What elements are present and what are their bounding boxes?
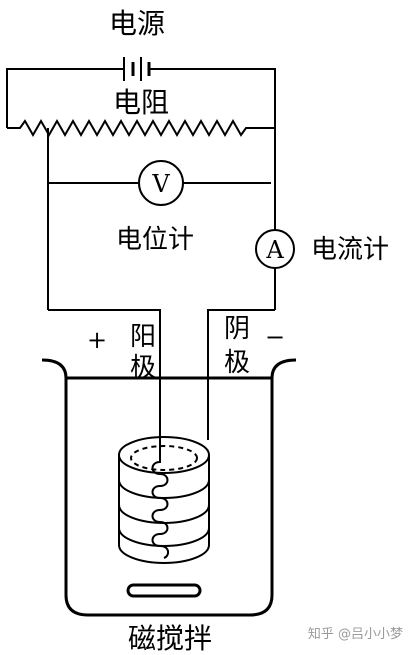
voltmeter-symbol: V bbox=[151, 170, 170, 198]
ammeter-label: 电流计 bbox=[311, 235, 389, 265]
cathode-label-char2: 极 bbox=[224, 348, 250, 378]
electrode-stack bbox=[118, 436, 210, 564]
battery-symbol bbox=[123, 57, 151, 81]
stir-bar bbox=[126, 583, 202, 598]
coil-wire bbox=[151, 440, 170, 559]
anode-label-char1: 阳 bbox=[130, 322, 156, 352]
anode-sign: + bbox=[87, 326, 107, 354]
voltmeter-circle bbox=[138, 160, 184, 206]
stirrer-label: 磁搅拌 bbox=[128, 622, 212, 655]
potentiometer-label: 电位计 bbox=[116, 225, 194, 255]
ammeter-circle bbox=[255, 229, 295, 269]
cathode-sign: − bbox=[265, 323, 285, 351]
resistor-zigzag bbox=[7, 118, 275, 138]
anode-wire bbox=[48, 309, 161, 440]
watermark-text: 知乎 @吕小小梦 bbox=[308, 626, 403, 642]
beaker bbox=[41, 358, 297, 617]
resistor-label: 电阻 bbox=[113, 86, 169, 119]
cathode-wire bbox=[207, 309, 275, 440]
ammeter-symbol: A bbox=[265, 236, 284, 264]
cathode-label-char1: 阴 bbox=[224, 314, 250, 344]
top-circuit-wire bbox=[6, 68, 276, 128]
power-source-label: 电源 bbox=[109, 7, 165, 40]
